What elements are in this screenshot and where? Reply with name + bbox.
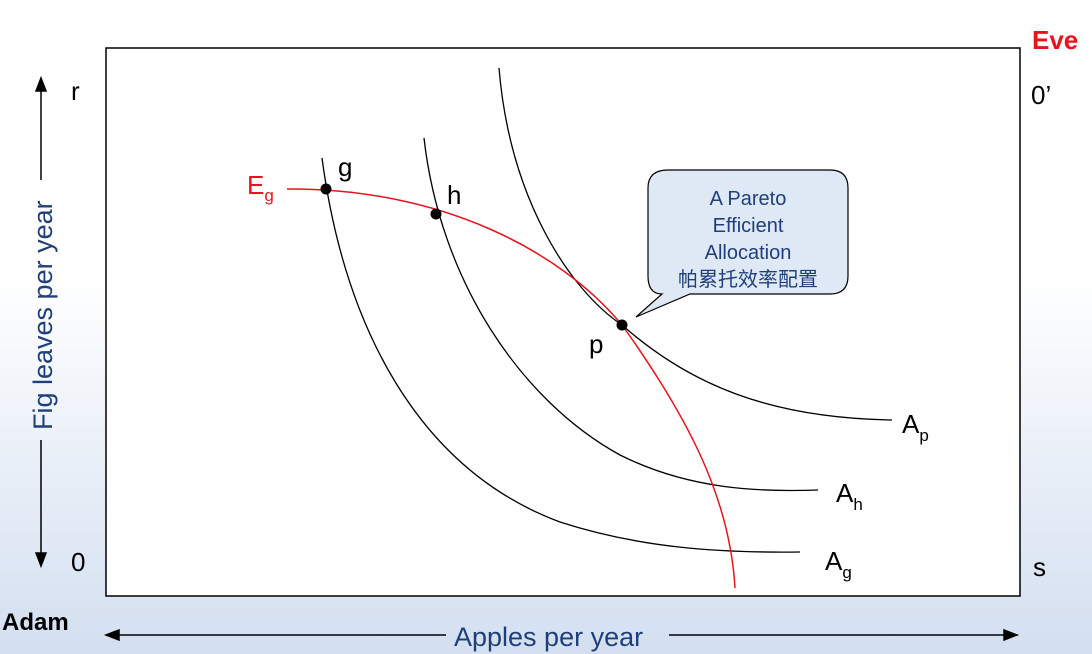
- indifference-curve-ah: [423, 137, 819, 492]
- curve-ah-label-sub: h: [853, 495, 862, 514]
- s-label: s: [1033, 552, 1046, 582]
- callout-line-1: A Pareto: [710, 188, 787, 210]
- curve-ah-label-main: A: [836, 478, 854, 508]
- edgeworth-box: [105, 47, 1021, 597]
- contract-curve-label-sub: g: [264, 186, 273, 205]
- x-axis-label: Apples per year: [454, 622, 643, 652]
- contract-curve-label-main: E: [247, 170, 264, 200]
- x-axis-arrow: [103, 628, 1020, 642]
- origin-zero-label: 0: [71, 547, 85, 577]
- indifference-curve-ag: [321, 157, 801, 553]
- callout-line-3: Allocation: [705, 242, 792, 264]
- point-g: [320, 183, 332, 195]
- point-h: [430, 208, 442, 220]
- curve-ag-label-sub: g: [842, 563, 851, 582]
- y-axis-label: Fig leaves per year: [28, 200, 58, 430]
- curve-ag-label: Ag: [825, 546, 852, 582]
- curve-ap-label-main: A: [902, 409, 920, 439]
- r-label: r: [71, 76, 80, 106]
- curve-ag-label-main: A: [825, 546, 843, 576]
- eve-label: Eve: [1032, 25, 1078, 55]
- point-h-label: h: [447, 180, 461, 210]
- point-p: [616, 319, 628, 331]
- point-g-label: g: [338, 152, 352, 182]
- curve-ap-label: Ap: [902, 409, 929, 445]
- curve-ah-label: Ah: [836, 478, 863, 514]
- pareto-callout: [635, 169, 849, 318]
- curve-ap-label-sub: p: [919, 426, 928, 445]
- callout-line-2: Efficient: [713, 215, 784, 237]
- point-p-label: p: [589, 329, 603, 359]
- y-axis-arrow: [34, 75, 48, 569]
- contract-curve-label: Eg: [247, 170, 274, 205]
- adam-label: Adam: [2, 609, 69, 636]
- callout-line-4: 帕累托效率配置: [678, 268, 818, 291]
- eve-origin-label: 0’: [1031, 80, 1051, 110]
